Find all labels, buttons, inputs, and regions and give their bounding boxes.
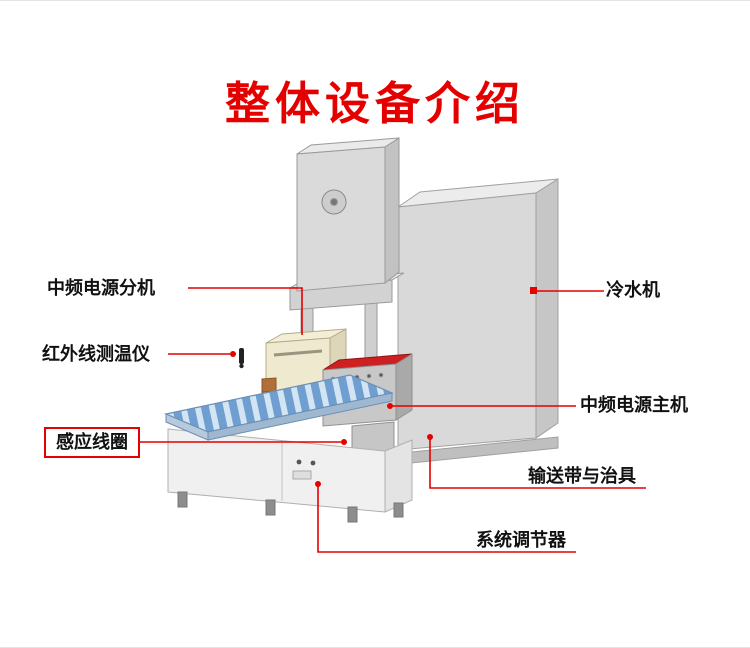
label-power-sub-unit: 中频电源分机	[47, 278, 155, 298]
page-title: 整体设备介绍	[224, 78, 525, 129]
leader-conveyor-fixture	[429, 438, 646, 489]
conveyor	[164, 374, 394, 441]
leader-lines	[140, 287, 646, 553]
pyrometer-icon	[239, 348, 244, 369]
label-pyrometer: 红外线测温仪	[42, 344, 150, 364]
label-system-regulator: 系统调节器	[476, 530, 566, 550]
label-induction-coil: 感应线圈	[44, 427, 140, 458]
leader-power-sub-unit	[188, 287, 303, 335]
label-chiller: 冷水机	[606, 280, 660, 300]
chiller-cabinet	[391, 178, 559, 466]
machine-base	[167, 428, 413, 523]
label-conveyor-fixture: 输送带与治具	[528, 466, 636, 486]
label-power-main-unit: 中频电源主机	[580, 395, 688, 415]
leader-system-regulator	[317, 485, 576, 553]
